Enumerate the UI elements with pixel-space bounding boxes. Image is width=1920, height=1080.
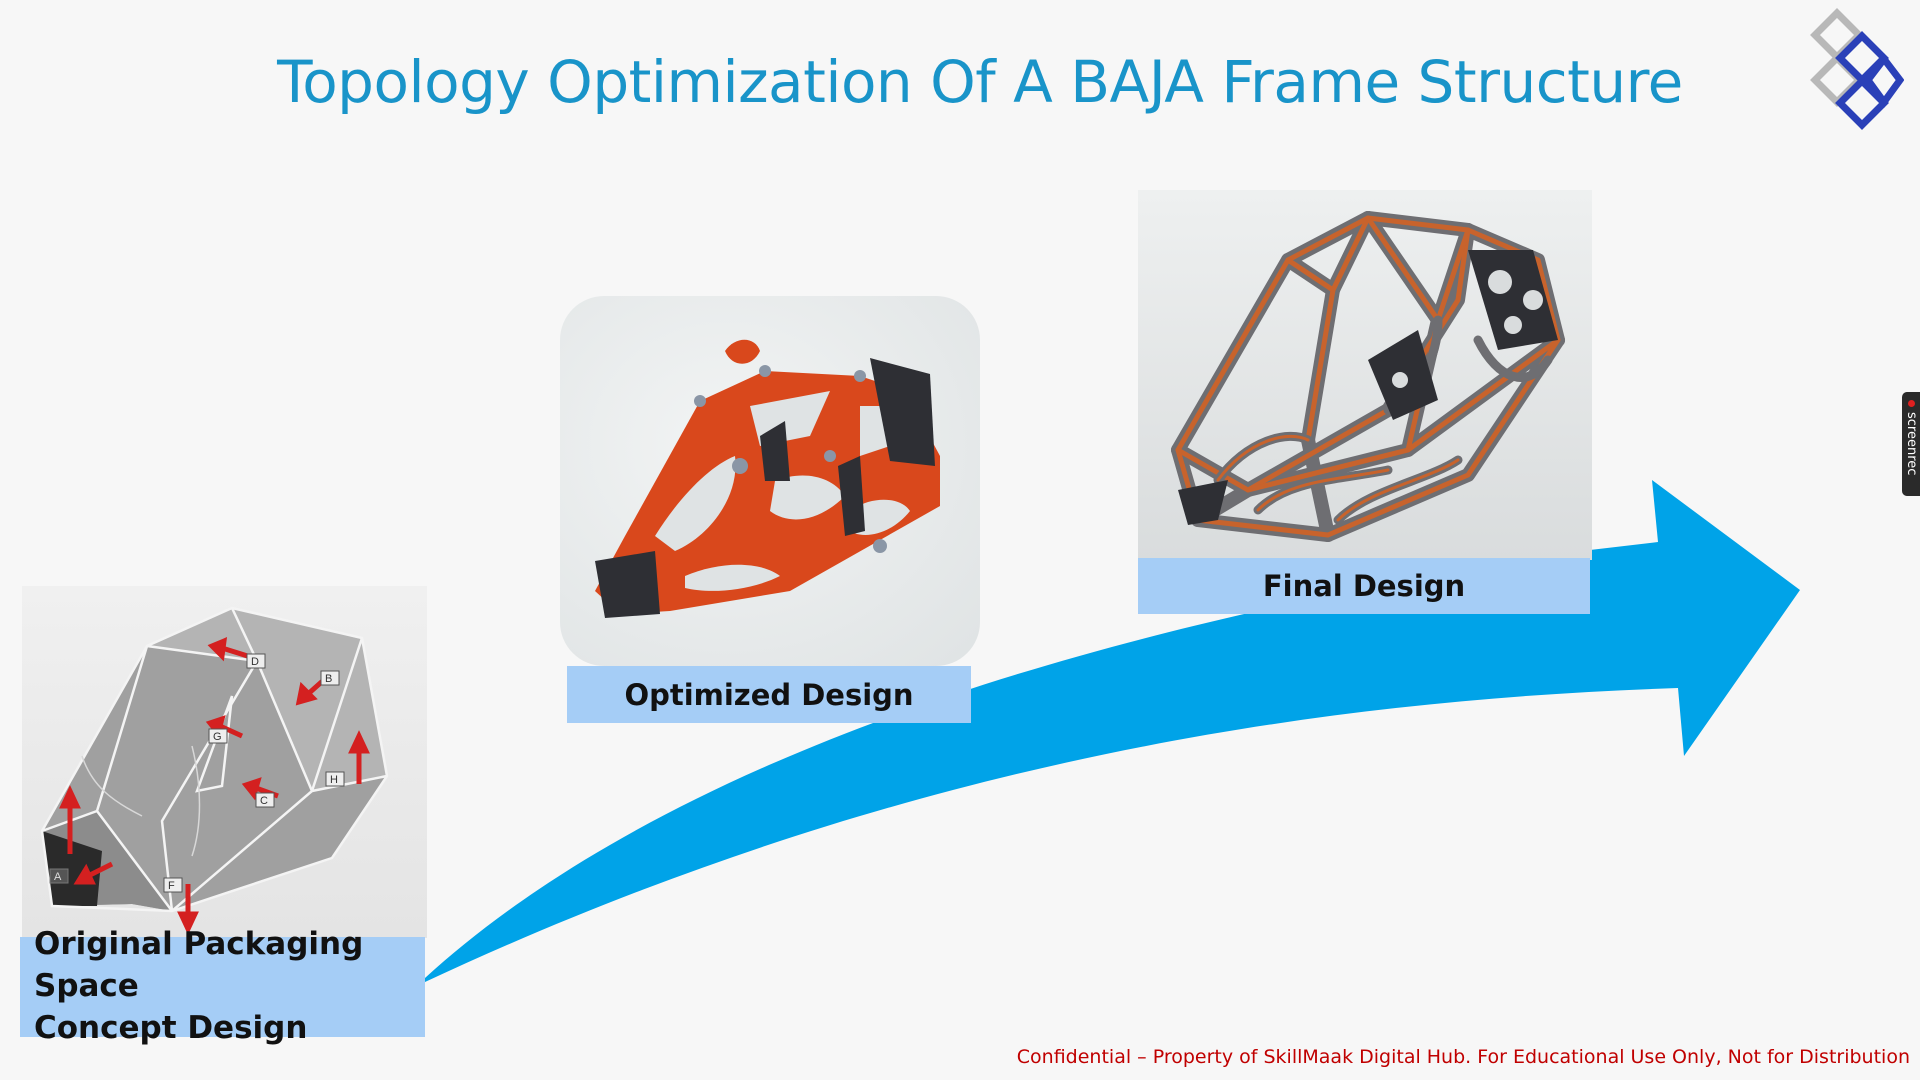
optimized-design-image — [560, 296, 980, 666]
original-caption-line1: Original Packaging Space — [34, 926, 364, 1005]
original-design-image: D B G C H F A — [22, 586, 427, 938]
slide-title: Topology Optimization Of A BAJA Frame St… — [277, 48, 1683, 116]
final-design-image — [1138, 190, 1592, 560]
optimized-design-caption: Optimized Design — [567, 666, 971, 723]
original-caption-line2: Concept Design — [34, 1009, 308, 1046]
marker-d: D — [251, 656, 259, 668]
confidential-footer: Confidential – Property of SkillMaak Dig… — [1016, 1046, 1910, 1068]
marker-g: G — [213, 731, 222, 743]
marker-a: A — [54, 871, 62, 883]
marker-c: C — [260, 795, 268, 807]
screenrec-tab[interactable]: screenrec — [1902, 392, 1920, 496]
screenrec-label: screenrec — [1904, 412, 1919, 476]
final-design-caption: Final Design — [1138, 558, 1590, 614]
marker-b: B — [325, 673, 332, 685]
diamond-grid-logo-icon — [1810, 8, 1904, 130]
original-design-caption: Original Packaging Space Concept Design — [20, 926, 425, 1046]
record-dot-icon — [1908, 400, 1915, 407]
marker-f: F — [168, 880, 175, 892]
marker-h: H — [330, 774, 338, 786]
